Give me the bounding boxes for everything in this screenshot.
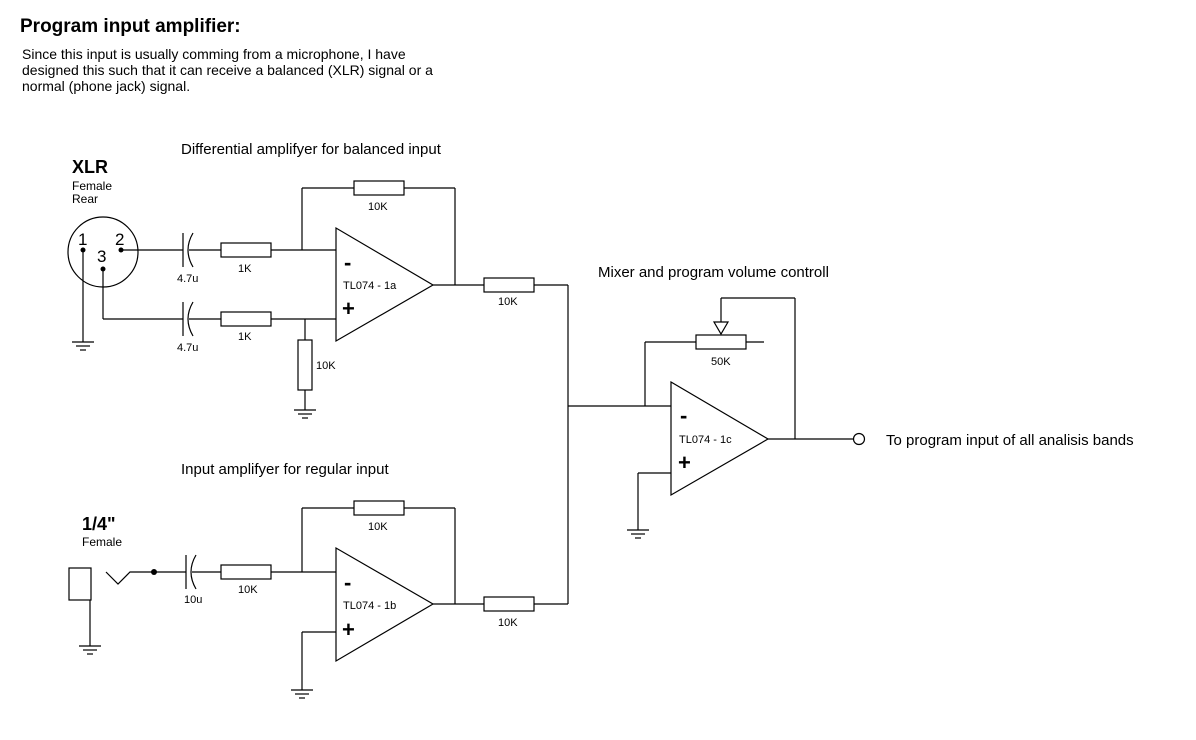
opamp-1b-label: TL074 - 1b <box>343 600 396 612</box>
caption-regular: Input amplifyer for regular input <box>181 461 389 478</box>
jack-name: 1/4" <box>82 514 116 534</box>
r-out-1a-value: 10K <box>498 296 518 308</box>
opamp-1a-label: TL074 - 1a <box>343 280 397 292</box>
wires-regular <box>154 507 568 690</box>
ground-xlr <box>72 341 94 351</box>
caption-differential: Differential amplifyer for balanced inpu… <box>181 141 442 158</box>
resistor-1k-bottom: 1K <box>220 311 272 343</box>
intro-text: Since this input is usually comming from… <box>22 46 542 94</box>
xlr-pin-3-label: 3 <box>97 247 106 266</box>
xlr-rear-label: Rear <box>72 192 98 206</box>
opamp-1b-minus: - <box>344 570 351 595</box>
caption-mixer: Mixer and program volume controll <box>598 264 829 281</box>
r-gnd-1a-value: 10K <box>316 360 336 372</box>
ground-1a <box>294 409 316 419</box>
opamp-1b-plus: + <box>342 617 355 642</box>
xlr-name: XLR <box>72 157 108 177</box>
r-fb-1b-value: 10K <box>368 521 388 533</box>
intro-line-2: designed this such that it can receive a… <box>22 62 433 78</box>
resistor-output-1a: 10K <box>483 277 535 308</box>
opamp-1a: - + TL074 - 1a <box>335 226 435 343</box>
resistor-feedback-1b: 10K <box>353 500 405 533</box>
opamp-1a-plus: + <box>342 296 355 321</box>
jack-tip <box>105 571 154 585</box>
ground-1c <box>627 529 649 539</box>
xlr-female-label: Female <box>72 179 112 193</box>
output-terminal <box>852 432 866 446</box>
jack-female-label: Female <box>82 535 122 549</box>
resistor-feedback-1a: 10K <box>353 180 405 213</box>
c3-value: 10u <box>184 594 202 606</box>
capacitor-c1: 4.7u <box>177 232 198 285</box>
ground-jack <box>79 645 101 655</box>
resistor-output-1b: 10K <box>483 596 535 629</box>
wires-differential <box>82 187 568 410</box>
potentiometer-50k: 50K <box>695 321 747 368</box>
intro-line-1: Since this input is usually comming from… <box>22 46 406 62</box>
r-in-1a-bot-value: 1K <box>238 331 252 343</box>
opamp-1c-label: TL074 - 1c <box>679 434 732 446</box>
jack-connector: 1/4" Female <box>68 514 157 646</box>
capacitor-c3: 10u <box>184 554 202 606</box>
xlr-connector: XLR Female Rear 1 2 3 <box>67 157 139 288</box>
r-in-1a-top-value: 1K <box>238 263 252 275</box>
caption-output: To program input of all analisis bands <box>886 432 1134 449</box>
resistor-1k-top: 1K <box>220 242 272 275</box>
opamp-1b: - + TL074 - 1b <box>335 546 435 663</box>
capacitor-c2: 4.7u <box>177 301 198 354</box>
r-fb-1a-value: 10K <box>368 201 388 213</box>
opamp-1c: - + TL074 - 1c <box>670 380 770 497</box>
intro-line-3: normal (phone jack) signal. <box>22 78 191 94</box>
opamp-1c-minus: - <box>680 403 687 428</box>
xlr-pin-2-label: 2 <box>115 230 124 249</box>
opamp-1a-minus: - <box>344 250 351 275</box>
r-in-1b-value: 10K <box>238 584 258 596</box>
jack-body <box>68 567 92 601</box>
resistor-input-1b: 10K <box>220 564 272 596</box>
ground-1b <box>291 689 313 699</box>
r-out-1b-value: 10K <box>498 617 518 629</box>
wiper-arrow-icon <box>712 321 730 336</box>
page-title: Program input amplifier: <box>20 16 241 37</box>
wires-mixer <box>567 285 854 604</box>
resistor-ground-1a: 10K <box>297 339 336 391</box>
c1-value: 4.7u <box>177 273 198 285</box>
opamp-1c-plus: + <box>678 450 691 475</box>
c2-value: 4.7u <box>177 342 198 354</box>
xlr-pin-1-label: 1 <box>78 230 87 249</box>
pot-value: 50K <box>711 356 731 368</box>
